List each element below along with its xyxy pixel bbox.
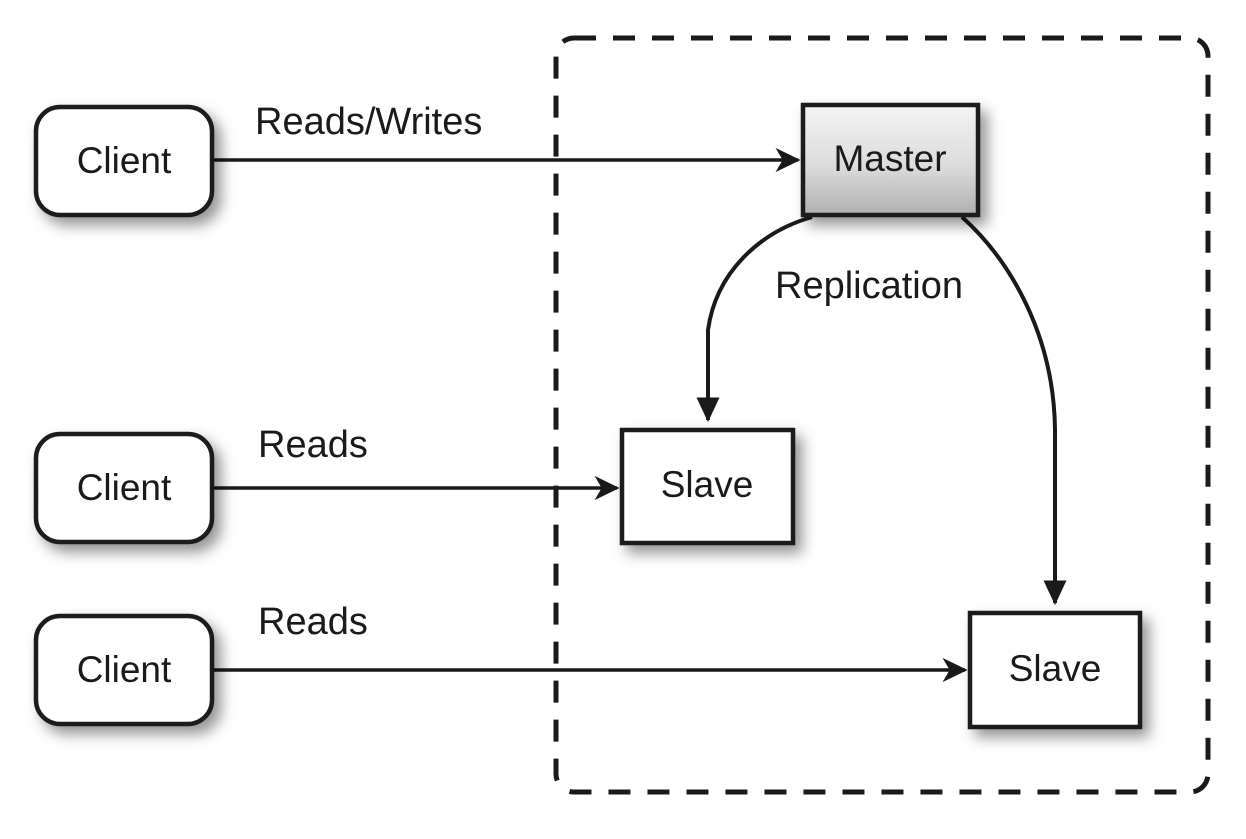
edge-master-to-slave-upper [696, 215, 813, 423]
node-client-top[interactable]: Client [33, 104, 215, 218]
slave-lower-label: Slave [1009, 648, 1102, 689]
node-slave-lower[interactable]: Slave [967, 610, 1143, 730]
replication-arrow-left [696, 215, 813, 423]
client-bottom-label: Client [77, 649, 172, 690]
client-middle-label: Client [77, 467, 172, 508]
replication-arrow-right [960, 215, 1067, 606]
edge-master-to-slave-lower [960, 215, 1067, 606]
edge-label-reads-writes: Reads/Writes [255, 101, 482, 143]
node-client-bottom[interactable]: Client [33, 613, 215, 727]
master-box[interactable] [800, 102, 981, 218]
slave-upper-box[interactable] [619, 427, 796, 546]
node-client-middle[interactable]: Client [33, 431, 215, 545]
slave-upper-label: Slave [661, 464, 754, 505]
client-middle-box[interactable] [33, 431, 215, 545]
master-label: Master [833, 138, 946, 179]
edge-label-reads-bottom: Reads [258, 601, 368, 643]
client-top-box[interactable] [33, 104, 215, 218]
node-master[interactable]: Master [800, 102, 981, 218]
edge-label-reads-middle: Reads [258, 424, 368, 466]
slave-lower-box[interactable] [967, 610, 1143, 730]
edge-label-replication: Replication [775, 265, 963, 307]
node-slave-upper[interactable]: Slave [619, 427, 796, 546]
database-cluster-boundary [553, 35, 1211, 795]
client-bottom-box[interactable] [33, 613, 215, 727]
client-top-label: Client [77, 140, 172, 181]
